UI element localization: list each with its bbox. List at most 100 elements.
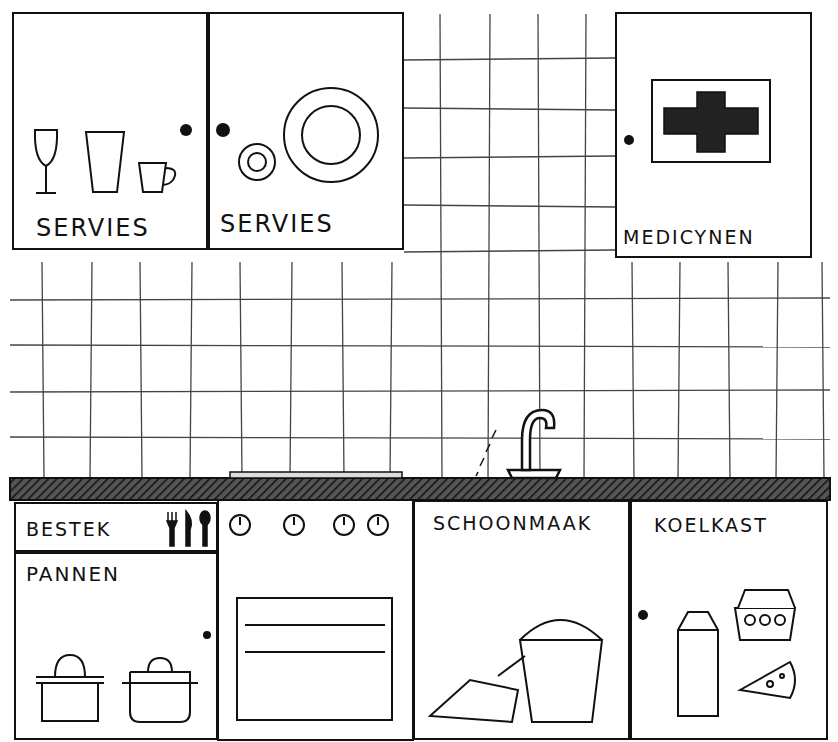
wall-tiles bbox=[140, 262, 142, 478]
fridge-food bbox=[735, 608, 795, 640]
pots bbox=[130, 672, 190, 683]
cabinet-label: KOELKAST bbox=[654, 516, 768, 535]
cabinet-label: SERVIES bbox=[220, 212, 334, 236]
cutlery-icon bbox=[186, 511, 191, 546]
pots bbox=[130, 683, 190, 722]
fridge-food bbox=[740, 662, 795, 698]
plates bbox=[239, 144, 275, 180]
door-knob bbox=[203, 631, 211, 639]
door-knob bbox=[180, 124, 192, 136]
fridge-food bbox=[678, 590, 795, 716]
cleaning-gear bbox=[520, 640, 602, 722]
fridge-food bbox=[775, 615, 785, 625]
cabinet-box: BESTEK bbox=[14, 502, 218, 552]
plates bbox=[302, 106, 360, 164]
cabinet-label: SERVIES bbox=[36, 216, 150, 240]
first-aid-cross bbox=[652, 80, 770, 162]
wall-tiles bbox=[404, 156, 615, 158]
oven bbox=[293, 517, 295, 525]
glassware bbox=[45, 166, 47, 192]
wall-tiles bbox=[404, 58, 615, 60]
wall-tiles bbox=[90, 262, 92, 478]
fridge-food bbox=[745, 615, 755, 625]
pots bbox=[55, 655, 85, 677]
wall-tiles bbox=[10, 390, 830, 392]
wall-tiles bbox=[632, 262, 634, 478]
cabinet-label: PANNEN bbox=[26, 564, 120, 584]
oven bbox=[237, 598, 392, 720]
sink-edge bbox=[230, 472, 402, 478]
cabinet-box: PANNEN bbox=[14, 552, 218, 740]
wall-tiles bbox=[342, 262, 344, 478]
cutlery-icon bbox=[168, 512, 176, 522]
faucet bbox=[476, 410, 560, 478]
oven bbox=[218, 500, 413, 740]
oven bbox=[377, 517, 379, 525]
wall-tiles bbox=[440, 14, 442, 478]
cutlery-icon bbox=[167, 511, 210, 546]
first-aid-cross bbox=[652, 80, 770, 162]
cleaning-gear bbox=[520, 620, 602, 640]
cutlery-icon bbox=[200, 511, 210, 525]
plates bbox=[248, 153, 266, 171]
cabinet-label: SCHOONMAAK bbox=[433, 514, 592, 533]
wall-tiles bbox=[404, 250, 615, 252]
countertop bbox=[10, 478, 830, 500]
oven bbox=[343, 517, 345, 525]
oven bbox=[239, 517, 241, 525]
glassware bbox=[139, 163, 166, 192]
wall-tiles bbox=[240, 262, 242, 478]
glassware bbox=[162, 168, 175, 185]
wall-tiles bbox=[776, 262, 778, 478]
wall-tiles bbox=[728, 262, 730, 478]
door-knob bbox=[638, 610, 648, 620]
glassware bbox=[86, 132, 124, 192]
oven bbox=[334, 515, 354, 535]
cleaning-gear bbox=[498, 656, 525, 676]
pots bbox=[42, 683, 98, 721]
oven bbox=[230, 515, 250, 535]
oven bbox=[218, 500, 413, 740]
pots bbox=[36, 655, 198, 722]
cutlery-icon bbox=[203, 524, 207, 546]
wall-tiles bbox=[404, 108, 615, 110]
faucet bbox=[522, 410, 554, 470]
wall-tiles bbox=[488, 14, 490, 478]
pots bbox=[122, 682, 198, 684]
fridge-food bbox=[678, 612, 718, 716]
pots bbox=[36, 676, 104, 678]
oven bbox=[368, 515, 388, 535]
pots bbox=[36, 682, 104, 684]
glassware bbox=[35, 130, 57, 166]
cabinet-box: MEDICYNEN bbox=[615, 12, 812, 258]
plates bbox=[239, 88, 378, 182]
cabinet-box: KOELKAST bbox=[630, 500, 828, 740]
cabinet-box: SERVIES bbox=[12, 12, 208, 250]
oven bbox=[284, 515, 304, 535]
faucet bbox=[476, 430, 496, 476]
wall-tiles bbox=[822, 262, 824, 478]
cabinet-label: MEDICYNEN bbox=[623, 228, 755, 247]
cutlery-icon bbox=[167, 521, 177, 546]
wall-tiles bbox=[290, 262, 292, 478]
fridge-food bbox=[738, 590, 795, 608]
cabinet-box: SCHOONMAAK bbox=[413, 500, 630, 740]
wall-tiles bbox=[190, 262, 192, 478]
wall-tiles bbox=[10, 437, 830, 439]
cleaning-gear bbox=[430, 680, 518, 722]
fridge-food bbox=[678, 629, 718, 631]
oven bbox=[245, 624, 385, 626]
pots bbox=[148, 658, 172, 672]
faucet bbox=[508, 470, 560, 478]
door-knob bbox=[624, 135, 634, 145]
wall-tiles bbox=[538, 14, 540, 478]
wall-tiles bbox=[10, 345, 830, 347]
first-aid-cross bbox=[664, 92, 758, 152]
plates bbox=[284, 88, 378, 182]
cabinet-label: BESTEK bbox=[26, 520, 111, 539]
wall-tiles bbox=[404, 205, 615, 207]
wall-tiles bbox=[390, 262, 392, 478]
door-knob bbox=[216, 123, 230, 137]
